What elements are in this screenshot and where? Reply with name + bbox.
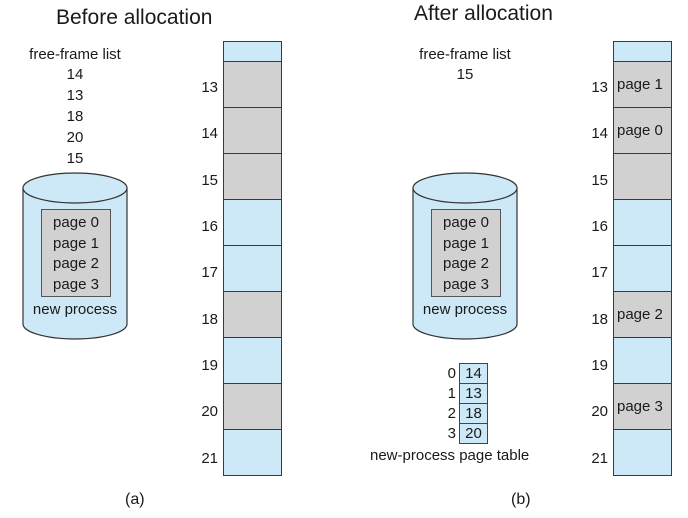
process-page: page 1 bbox=[53, 234, 99, 252]
memory-frame bbox=[223, 429, 282, 476]
page-table-index: 1 bbox=[447, 385, 456, 402]
frame-number: 17 bbox=[201, 264, 218, 281]
page-table-index: 2 bbox=[447, 405, 456, 422]
free-frame-item: 14 bbox=[66, 66, 84, 83]
memory-frame bbox=[223, 245, 282, 292]
free-frame-list: 15 bbox=[445, 64, 485, 85]
memory-frame bbox=[613, 199, 672, 246]
frame-number: 16 bbox=[591, 218, 608, 235]
memory-frame bbox=[613, 337, 672, 384]
frame-number: 13 bbox=[591, 79, 608, 96]
frame-number: 18 bbox=[201, 311, 218, 328]
process-page: page 0 bbox=[53, 214, 99, 231]
memory-frame bbox=[223, 291, 282, 338]
caption-b: (b) bbox=[511, 491, 531, 508]
physical-memory-after: page 1 page 0 page 2 page 3 bbox=[613, 41, 672, 476]
process-page: page 2 bbox=[443, 255, 489, 272]
process-page: page 2 bbox=[53, 255, 99, 272]
memory-frame bbox=[613, 429, 672, 476]
process-pages: page 0 page 1 page 2 page 3 bbox=[431, 209, 501, 297]
frame-number: 17 bbox=[591, 264, 608, 281]
page-table-row: 0 14 bbox=[442, 363, 488, 384]
free-frame-list: 14 13 18 20 15 bbox=[55, 64, 95, 169]
page-table-row: 2 18 bbox=[442, 403, 488, 424]
new-process-label: new process bbox=[32, 301, 118, 318]
page-table-frame: 18 bbox=[459, 403, 488, 424]
process-page: page 3 bbox=[53, 275, 99, 293]
memory-frame bbox=[223, 153, 282, 200]
free-frame-item: 15 bbox=[456, 66, 474, 83]
memory-frame: page 0 bbox=[613, 107, 672, 154]
page-table-index: 3 bbox=[447, 425, 456, 442]
after-allocation-title: After allocation bbox=[414, 2, 553, 25]
page-table-row: 3 20 bbox=[442, 423, 488, 444]
memory-frame: page 1 bbox=[613, 61, 672, 108]
free-frame-item: 13 bbox=[66, 87, 84, 104]
frame-number: 19 bbox=[591, 357, 608, 374]
memory-frame bbox=[613, 153, 672, 200]
physical-memory-before bbox=[223, 41, 282, 476]
memory-frame bbox=[223, 337, 282, 384]
process-page: page 1 bbox=[443, 234, 489, 252]
frame-number: 20 bbox=[201, 403, 218, 420]
memory-frame bbox=[223, 383, 282, 430]
frame-number: 19 bbox=[201, 357, 218, 374]
free-frame-list-label: free-frame list bbox=[419, 46, 511, 63]
frame-number: 16 bbox=[201, 218, 218, 235]
new-process-label: new process bbox=[422, 301, 508, 318]
page-table-label: new-process page table bbox=[370, 447, 530, 464]
page-table-row: 1 13 bbox=[442, 383, 488, 404]
process-pages: page 0 page 1 page 2 page 3 bbox=[41, 209, 111, 297]
frame-number: 21 bbox=[591, 450, 608, 467]
frame-number: 14 bbox=[201, 125, 218, 142]
frame-number: 15 bbox=[591, 172, 608, 189]
page-table-frame: 20 bbox=[459, 423, 488, 444]
memory-frame bbox=[223, 61, 282, 108]
memory-frame bbox=[223, 107, 282, 154]
frame-number: 20 bbox=[591, 403, 608, 420]
process-page: page 3 bbox=[443, 275, 489, 293]
memory-frame bbox=[613, 245, 672, 292]
free-frame-item: 20 bbox=[66, 129, 84, 146]
frame-number: 15 bbox=[201, 172, 218, 189]
free-frame-item: 18 bbox=[66, 108, 84, 125]
page-table-index: 0 bbox=[447, 365, 456, 382]
memory-frame bbox=[613, 41, 672, 62]
caption-a: (a) bbox=[125, 491, 145, 508]
memory-frame: page 2 bbox=[613, 291, 672, 338]
memory-frame: page 3 bbox=[613, 383, 672, 430]
page-table-frame: 13 bbox=[459, 383, 488, 404]
free-frame-item: 15 bbox=[66, 150, 84, 167]
page-table-frame: 14 bbox=[459, 363, 488, 384]
process-page: page 0 bbox=[443, 214, 489, 231]
free-frame-list-label: free-frame list bbox=[29, 46, 121, 63]
frame-number: 13 bbox=[201, 79, 218, 96]
frame-number: 18 bbox=[591, 311, 608, 328]
memory-frame bbox=[223, 41, 282, 62]
frame-number: 14 bbox=[591, 125, 608, 142]
frame-number: 21 bbox=[201, 450, 218, 467]
before-allocation-title: Before allocation bbox=[56, 6, 213, 29]
memory-frame bbox=[223, 199, 282, 246]
